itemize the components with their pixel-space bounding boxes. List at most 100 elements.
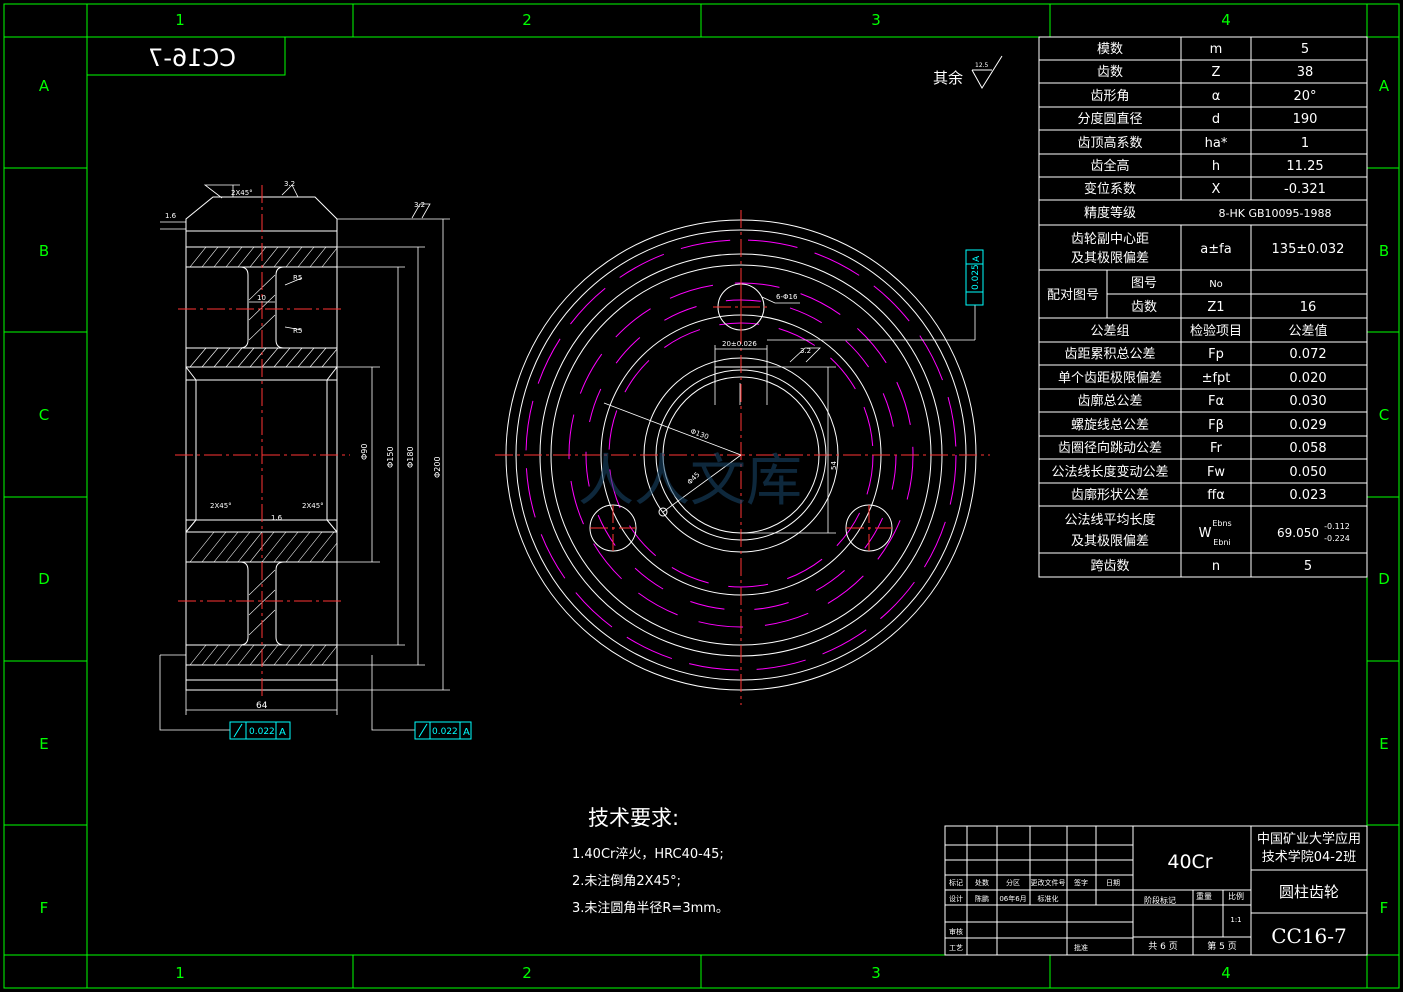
roughness-other-value: 12.5 — [975, 62, 989, 69]
param-table-lines — [1038, 36, 1368, 578]
weight-label: 重量 — [1196, 891, 1212, 901]
tol-val: 0.020 — [1289, 371, 1326, 386]
accuracy-val: 8-HK GB10095-1988 — [1219, 207, 1332, 220]
title-block-texts: 40Cr 中国矿业大学应用 技术学院04-2班 圆柱齿轮 CC16-7 阶段标记… — [949, 831, 1361, 952]
tol-val: 0.072 — [1289, 347, 1326, 362]
param-val: -0.321 — [1284, 182, 1326, 197]
stage-label: 阶段标记 — [1144, 895, 1176, 905]
tol-sym: ±fpt — [1202, 371, 1231, 386]
param-val: 11.25 — [1286, 159, 1323, 174]
section-centerlines — [175, 185, 350, 700]
front-centerlines — [495, 210, 990, 705]
tol-name: 螺旋线总公差 — [1071, 418, 1149, 433]
param-name: 模数 — [1097, 42, 1123, 57]
tech-requirements: 技术要求: 1.40Cr淬火，HRC40-45; 2.未注倒角2X45°; 3.… — [572, 806, 729, 916]
symmetry-frame: 0.025 A — [965, 249, 984, 306]
runout-value-2: 0.022 — [432, 727, 458, 737]
row-label: E — [39, 735, 48, 753]
tol-name: 单个齿距极限偏差 — [1058, 371, 1162, 386]
tol-val: 0.030 — [1289, 394, 1326, 409]
tech-item-1: 1.40Cr淬火，HRC40-45; — [572, 847, 724, 862]
dim-d1: Φ90 — [360, 444, 369, 460]
hatching — [189, 246, 338, 666]
param-sym: Z — [1212, 65, 1221, 80]
runout-frame-2: 0.022 A — [414, 721, 472, 740]
tol-head-c: 公差值 — [1288, 323, 1327, 339]
param-val: 20° — [1293, 89, 1316, 104]
rough-right: 3.2 — [414, 201, 425, 209]
runout-datum-2: A — [463, 727, 470, 738]
tol-head-a: 公差组 — [1090, 324, 1129, 339]
col-label: 3 — [871, 964, 881, 982]
tech-title: 技术要求: — [588, 806, 679, 830]
tech-item-2: 2.未注倒角2X45°; — [572, 874, 681, 889]
param-sym: X — [1212, 182, 1221, 197]
design-date: 06年6月 — [999, 894, 1026, 903]
param-sym: d — [1212, 112, 1220, 127]
sheet-no: 第 5 页 — [1207, 940, 1236, 952]
row-label: C — [39, 406, 49, 424]
row-label: D — [1378, 570, 1390, 588]
chamfer-bore-r: 2X45° — [302, 502, 324, 510]
roughness-other-label: 其余 — [933, 69, 963, 87]
col-mark: 标记 — [949, 878, 963, 887]
dim-d2: Φ150 — [386, 446, 395, 468]
tol-sym: Fp — [1208, 347, 1224, 362]
chamfer-bore-l: 2X45° — [210, 502, 232, 510]
dim-d4: Φ200 — [433, 456, 442, 478]
tol-sym: ffα — [1207, 488, 1225, 503]
craft-label: 工艺 — [949, 944, 963, 952]
param-val: 1 — [1301, 136, 1309, 151]
chamfer-top: 2X45° — [231, 189, 253, 197]
tol-sym: Fw — [1207, 465, 1225, 480]
symmetry-value: 0.025 — [971, 264, 981, 290]
wk-lo: -0.224 — [1324, 534, 1350, 543]
wk-sym: W — [1199, 526, 1212, 541]
param-sym: h — [1212, 159, 1220, 174]
param-name: 齿形角 — [1090, 89, 1129, 104]
material: 40Cr — [1167, 851, 1212, 873]
tol-val: 0.058 — [1289, 441, 1326, 456]
param-val: 38 — [1297, 65, 1314, 80]
pair-r2-sym: Z1 — [1207, 300, 1224, 315]
rough-top: 3.2 — [284, 180, 295, 188]
part-code: CC16-7 — [1271, 924, 1347, 948]
accuracy-name: 精度等级 — [1084, 205, 1136, 221]
tol-sym: Fα — [1208, 394, 1224, 409]
param-val: 190 — [1293, 112, 1318, 127]
row-label: A — [39, 77, 50, 95]
title-block-lines — [944, 825, 1368, 956]
param-sym: α — [1212, 89, 1221, 104]
tol-name: 齿廓形状公差 — [1071, 487, 1149, 503]
row-label: A — [1379, 77, 1390, 95]
param-sym: ha* — [1205, 136, 1228, 151]
pair-r2: 齿数 — [1131, 300, 1157, 315]
tol-name: 齿廓总公差 — [1077, 393, 1142, 409]
runout-datum-1: A — [279, 727, 286, 738]
param-val: 5 — [1301, 42, 1309, 57]
row-label: D — [38, 570, 50, 588]
design-label: 设计 — [949, 894, 963, 903]
rough-keyway: 3.2 — [800, 347, 811, 355]
standard-label: 标准化 — [1038, 894, 1059, 903]
center-val: 135±0.032 — [1272, 242, 1345, 257]
symmetry-datum: A — [972, 255, 982, 262]
param-name: 齿数 — [1097, 65, 1123, 80]
row-label: B — [39, 242, 49, 260]
designer-name: 陈鹏 — [975, 894, 989, 903]
center-name-2: 及其极限偏差 — [1071, 251, 1149, 266]
span-name: 跨齿数 — [1090, 559, 1129, 574]
col-count: 处数 — [975, 878, 989, 887]
row-label: B — [1379, 242, 1389, 260]
tol-val: 0.023 — [1289, 488, 1326, 503]
drawing-number-mirrored: CC16-7 — [148, 44, 236, 72]
approve-label: 批准 — [1074, 943, 1088, 952]
tol-head-b: 检验项目 — [1190, 323, 1242, 339]
center-sym: a±fa — [1200, 242, 1231, 257]
hole-callout: 6-Φ16 — [776, 293, 798, 301]
part-name: 圆柱齿轮 — [1279, 883, 1339, 901]
school-1: 中国矿业大学应用 — [1257, 831, 1361, 847]
param-table-texts: 模数 m 5 齿数 Z 38 齿形角 α 20° 分度圆直径 d 190 齿顶高… — [1047, 42, 1350, 574]
tol-val: 0.029 — [1289, 418, 1326, 433]
